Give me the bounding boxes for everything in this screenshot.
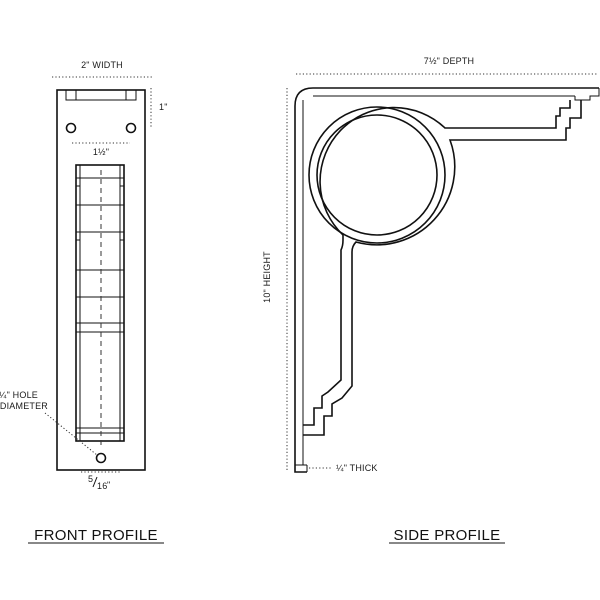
side-profile-view: 7½" DEPTH 10" HEIGHT ¼" THICK SIDE PROFI… [262,56,600,544]
front-top-flange [65,89,137,101]
svg-text:": " [107,480,110,490]
front-bottom-label: 5 16 " [88,474,110,491]
front-inner-channel [75,164,125,442]
front-profile-view: 2" WIDTH 1" 1½" [0,60,168,544]
front-hole-leader [44,412,98,456]
front-bottom-hole [95,452,107,464]
svg-text:5: 5 [88,474,93,484]
side-profile-title: SIDE PROFILE [394,527,501,544]
front-top-label: 1" [159,102,168,112]
side-ring-circle-outer [308,106,446,244]
front-hole-label-line2: DIAMETER [0,401,48,411]
side-height-label: 10" HEIGHT [262,251,272,303]
front-profile-title: FRONT PROFILE [34,527,158,544]
side-ring-inner-profile [303,100,582,436]
front-top-left-hole [65,122,77,134]
side-ring-outer-profile [303,100,571,426]
side-bracket-outer-outline [294,87,599,473]
front-width-label: 2" WIDTH [81,60,123,70]
side-thick-label: ¼" THICK [336,463,378,473]
front-inner-label: 1½" [93,147,109,157]
front-channel-rungs [76,177,124,434]
side-ring-circle-inner [316,114,438,236]
svg-text:16: 16 [97,481,107,491]
front-hole-label-line1: ¼" HOLE [0,390,38,400]
side-depth-label: 7½" DEPTH [424,56,475,66]
front-top-right-hole [125,122,137,134]
